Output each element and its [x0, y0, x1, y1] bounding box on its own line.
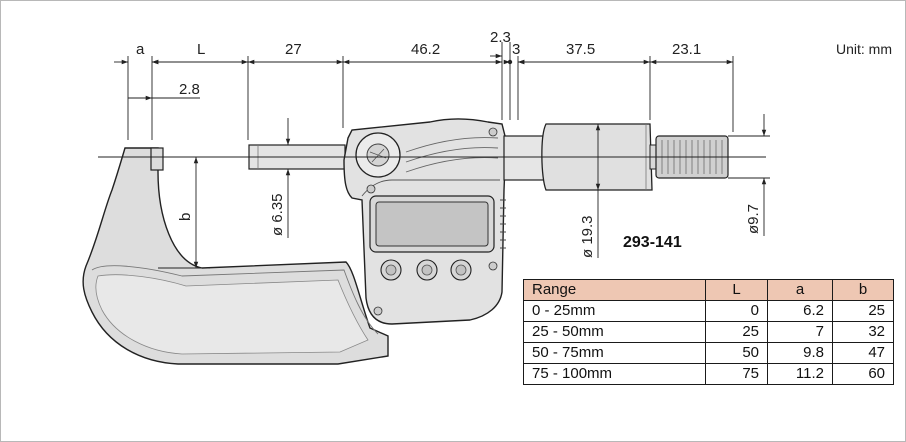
model-number: 293-141: [623, 234, 682, 251]
dim-3-label: 3: [512, 41, 520, 58]
cell-a: 6.2: [767, 300, 833, 322]
grip-ridges: [500, 199, 506, 249]
range-spec-table: Range L a b 0 - 25mm 0 6.2 25 25 - 50mm …: [523, 279, 894, 385]
body-seam: [361, 179, 500, 197]
cell-range: 0 - 25mm: [523, 300, 706, 322]
cell-a: 9.8: [767, 342, 833, 364]
cell-b: 60: [832, 363, 894, 385]
dim-dia-9-7-label: ø9.7: [745, 204, 762, 234]
cell-range: 50 - 75mm: [523, 342, 706, 364]
table-row: 50 - 75mm 50 9.8 47: [523, 342, 894, 364]
dim-46-2-label: 46.2: [411, 41, 440, 58]
cell-L: 75: [705, 363, 768, 385]
header-range: Range: [523, 279, 706, 301]
body-stripes: [405, 137, 499, 173]
dimension-lines: [114, 42, 770, 269]
sleeve: [503, 135, 549, 181]
dim-dia-19-3-label: ø 19.3: [579, 215, 596, 258]
cell-a: 11.2: [767, 363, 833, 385]
dim-a-label: a: [136, 41, 145, 58]
header-L: L: [705, 279, 768, 301]
cell-b: 32: [832, 321, 894, 343]
dim-27-label: 27: [285, 41, 302, 58]
dim-37-5-label: 37.5: [566, 41, 595, 58]
table-row: 0 - 25mm 0 6.2 25: [523, 300, 894, 322]
unit-label: Unit: mm: [836, 41, 892, 57]
table-row: 75 - 100mm 75 11.2 60: [523, 363, 894, 385]
cell-b: 47: [832, 342, 894, 364]
dim-b-label: b: [177, 213, 194, 221]
cell-L: 0: [705, 300, 768, 322]
dim-L-label: L: [197, 41, 205, 58]
dim-23-1-label: 23.1: [672, 41, 701, 58]
cell-b: 25: [832, 300, 894, 322]
control-buttons: [380, 259, 472, 281]
dim-2-3-label: 2.3: [490, 29, 511, 46]
dimension-dot: [507, 59, 513, 65]
cell-range: 25 - 50mm: [523, 321, 706, 343]
dim-dia-6-35-label: ø 6.35: [269, 193, 286, 236]
table-row: 25 - 50mm 25 7 32: [523, 321, 894, 343]
header-b: b: [832, 279, 894, 301]
frame-inner-edge: [91, 265, 379, 335]
cell-a: 7: [767, 321, 833, 343]
cell-L: 50: [705, 342, 768, 364]
cell-range: 75 - 100mm: [523, 363, 706, 385]
cell-L: 25: [705, 321, 768, 343]
header-a: a: [767, 279, 833, 301]
frame-insulator-panel: [95, 274, 369, 355]
lcd-display: [375, 201, 489, 247]
table-header-row: Range L a b: [523, 279, 894, 301]
anvil: [150, 147, 164, 171]
screw-icons: [366, 127, 498, 316]
dim-2-8-label: 2.8: [179, 81, 200, 98]
